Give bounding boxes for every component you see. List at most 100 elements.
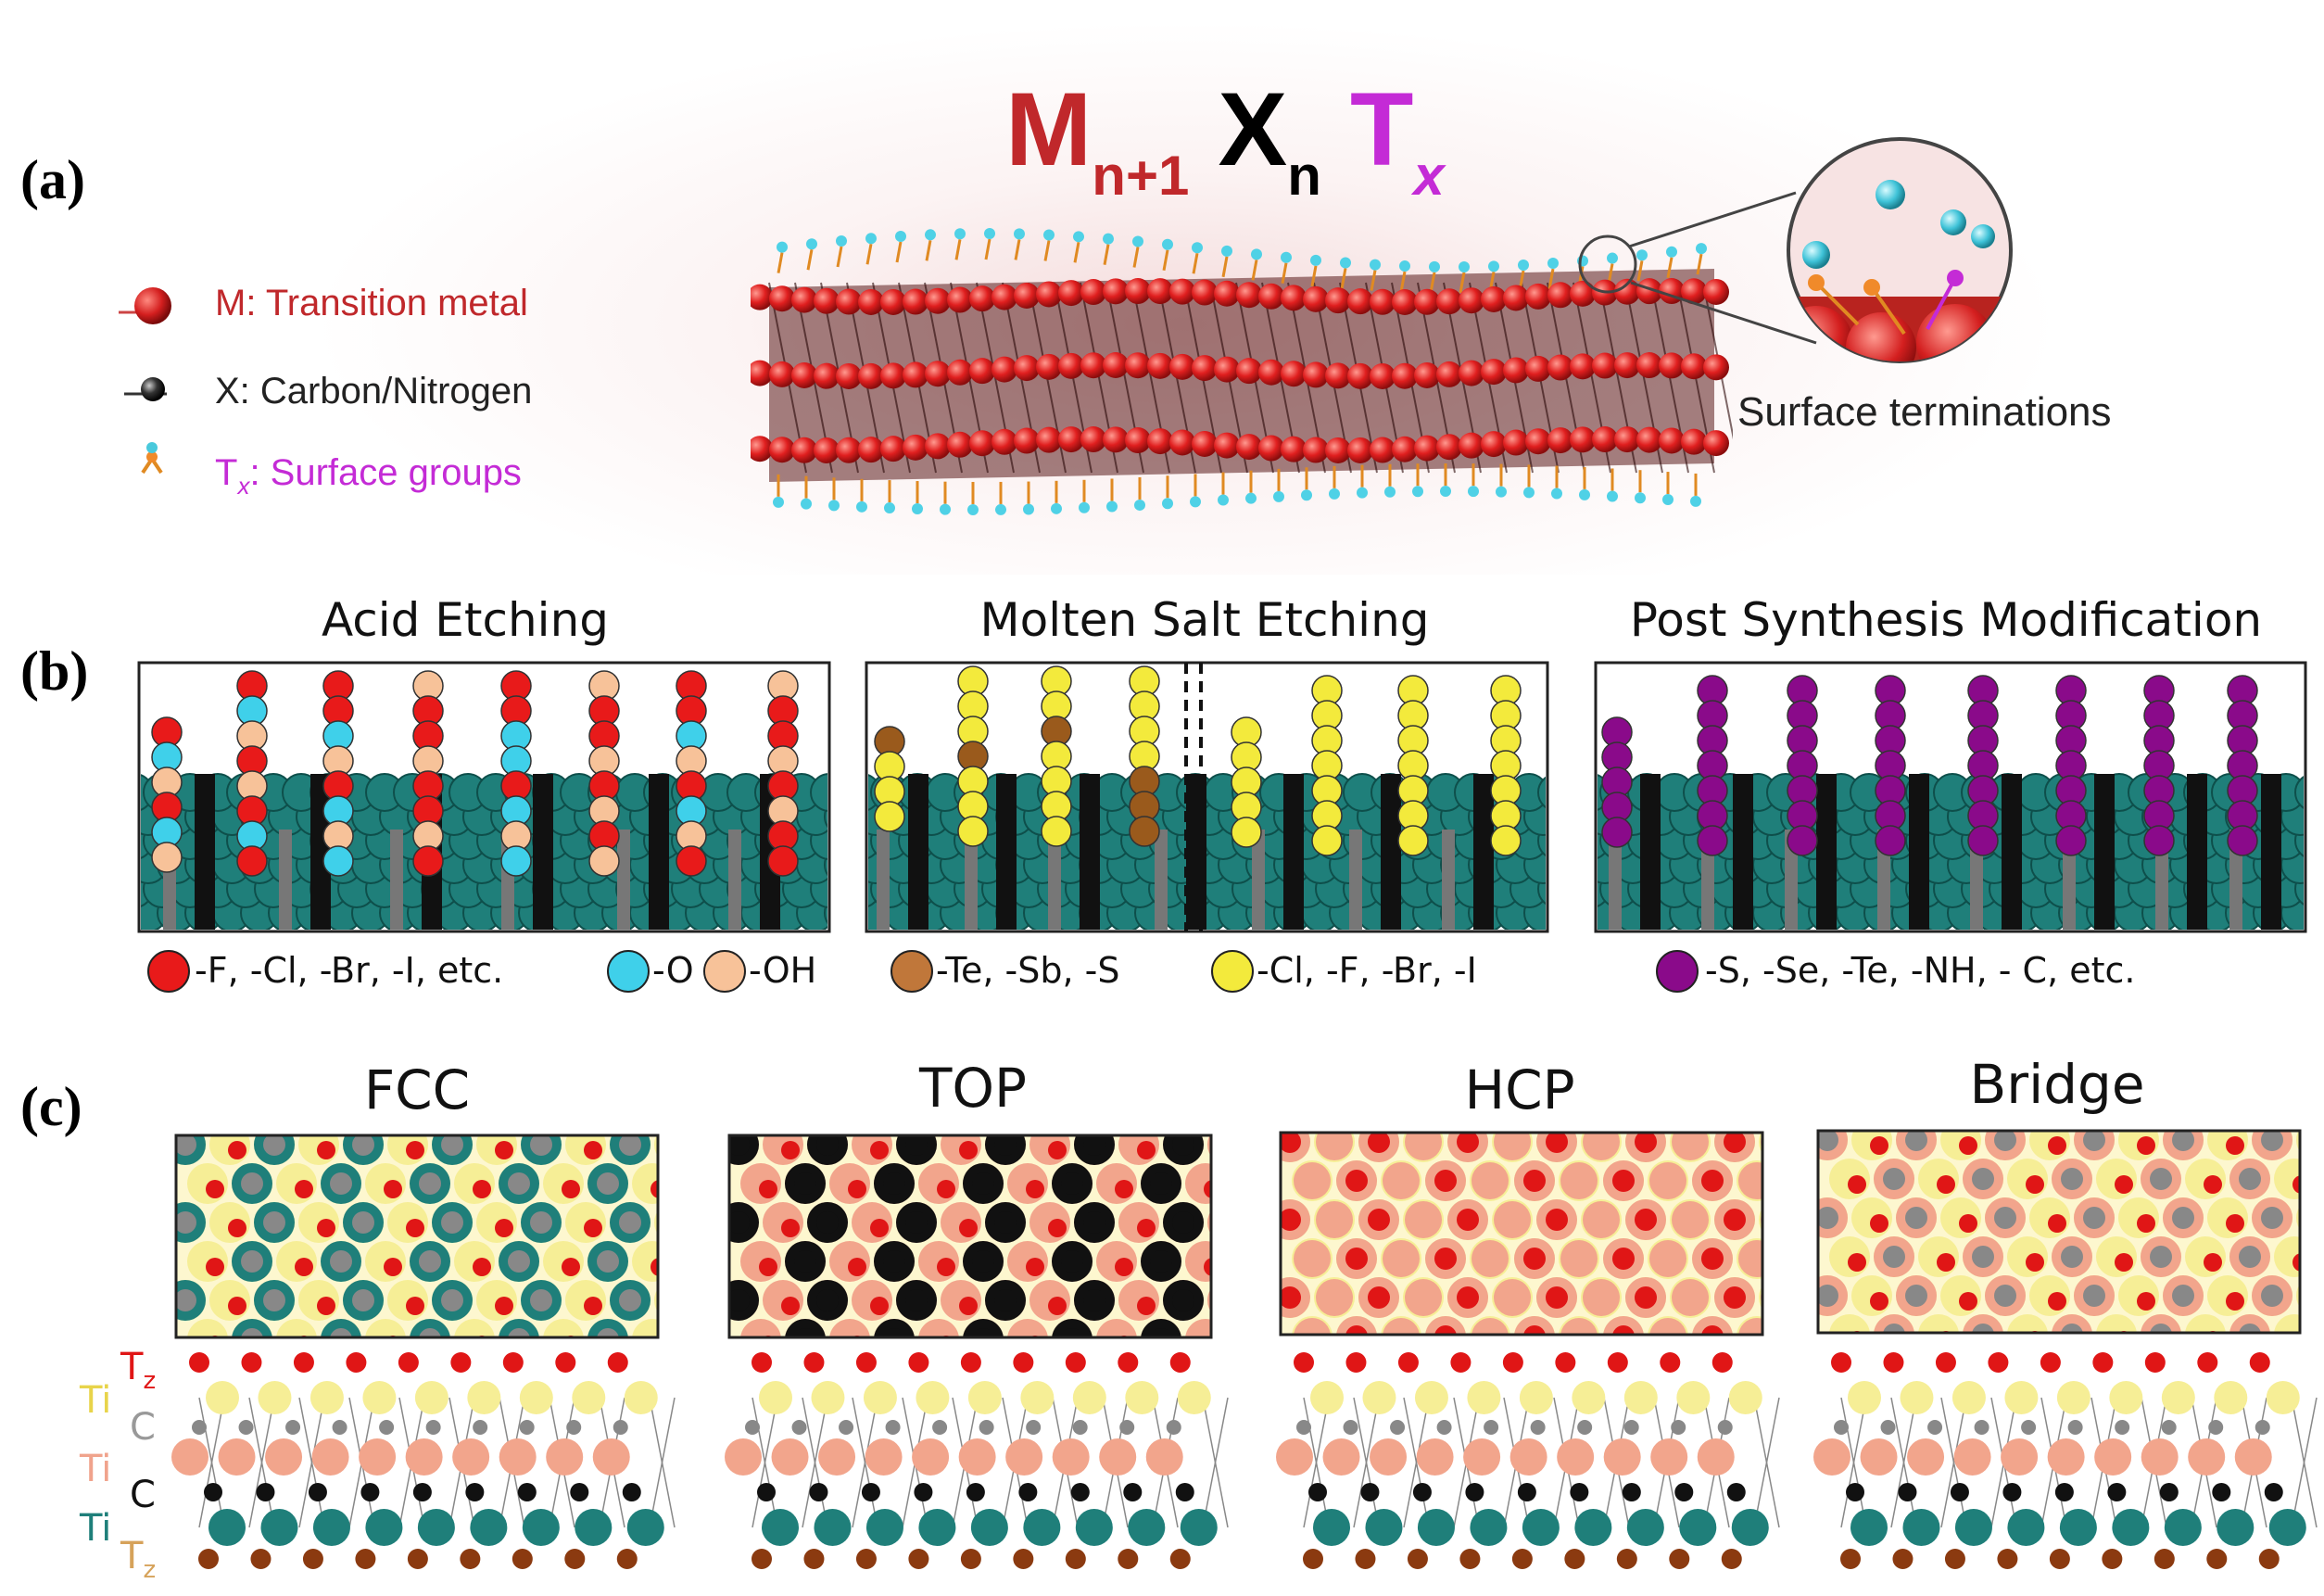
- bridge-center-atom: [2239, 1324, 2261, 1333]
- hcp-tz-top-atom: [1345, 1352, 1367, 1373]
- fcc-adsorbate: [406, 1297, 424, 1315]
- top-center-atom: [816, 1135, 839, 1156]
- formula-m-sub: n+1: [1092, 145, 1190, 207]
- top-tz-top-atom: [1118, 1352, 1139, 1373]
- title-acid-etching: Acid Etching: [321, 593, 610, 647]
- fcc-adsorbate: [206, 1180, 224, 1198]
- bridge-adsorbate: [1959, 1136, 1977, 1155]
- top-adsorbate: [759, 1258, 777, 1276]
- top-center-atom: [794, 1328, 816, 1337]
- fcc-ti-salmon-atom: [405, 1438, 443, 1476]
- top-adsorbate: [1026, 1180, 1044, 1198]
- surface-group-top: [1014, 228, 1025, 240]
- top-center-atom: [1150, 1172, 1172, 1195]
- top-adsorbate: [1026, 1258, 1044, 1276]
- metal-atom: [1080, 279, 1106, 306]
- bridge-tz-bottom-atom: [2153, 1549, 2175, 1569]
- bridge-adsorbate: [2115, 1175, 2133, 1194]
- panel-c-label: (c): [20, 1076, 82, 1137]
- top-center-atom: [1239, 1328, 1261, 1350]
- molten-termination: [1490, 825, 1522, 856]
- fcc-ti-salmon-atom: [218, 1438, 256, 1476]
- bridge-c-gray-atom: [1927, 1420, 1943, 1435]
- bridge-ti-yellow-atom: [2266, 1381, 2300, 1414]
- surface-group-top: [1251, 248, 1262, 260]
- oxygen-swatch-icon: [607, 950, 650, 993]
- top-ti-salmon-atom: [912, 1438, 950, 1476]
- hcp-c-gray-atom: [1577, 1420, 1593, 1435]
- hcp-top-atom: [1761, 1211, 1762, 1228]
- carbon-column: [1283, 774, 1304, 930]
- metal-atom: [1481, 431, 1507, 458]
- hcp-top-atom: [1514, 1316, 1555, 1335]
- bridge-top-atom: [2318, 1159, 2324, 1199]
- top-top-atom: [1185, 1319, 1211, 1337]
- inset-caption: Surface terminations: [1737, 389, 2112, 435]
- top-adsorbate: [1137, 1219, 1156, 1237]
- top-ti-yellow-atom: [1177, 1381, 1211, 1414]
- hcp-center-atom: [1612, 1325, 1635, 1335]
- metal-atom: [1636, 426, 1662, 453]
- hcp-center-atom: [1546, 1209, 1568, 1231]
- legend-halogen2: -Cl, -F, -Br, -I: [1257, 950, 1477, 991]
- hcp-ti-teal-atom: [1731, 1509, 1769, 1546]
- hcp-center-atom: [1701, 1248, 1724, 1270]
- bridge-ti-teal-atom: [2164, 1509, 2202, 1546]
- top-adsorbate: [1226, 1297, 1244, 1315]
- top-center-atom: [883, 1172, 905, 1195]
- legend-surface-group-label: Tx: Surface groups: [215, 452, 522, 500]
- bridge-adsorbate: [2226, 1136, 2244, 1155]
- metal-atom: [1103, 352, 1129, 378]
- mxene-formula: Mn+1 Xn Tx: [1005, 70, 1445, 208]
- top-ti-yellow-atom: [916, 1381, 950, 1414]
- fcc-c-black-atom: [412, 1483, 432, 1501]
- metal-atom: [991, 428, 1017, 455]
- metal-atom: [1503, 357, 1529, 384]
- hcp-top-atom: [1560, 1162, 1598, 1199]
- fcc-adsorbate: [584, 1297, 602, 1315]
- fcc-adsorbate: [495, 1219, 513, 1237]
- metal-atom: [1436, 361, 1462, 387]
- fcc-ti-salmon-atom: [452, 1438, 490, 1476]
- carbon-column: [1381, 774, 1401, 930]
- top-adsorbate: [781, 1141, 800, 1159]
- top-tz-bottom-atom: [908, 1549, 929, 1569]
- legend-t-rest: : Surface groups: [249, 452, 522, 493]
- fcc-c-gray-atom: [473, 1420, 488, 1435]
- fcc-ti-yellow-atom: [467, 1381, 501, 1414]
- top-center-atom: [1061, 1250, 1083, 1273]
- fcc-ti-yellow-atom: [206, 1381, 239, 1414]
- hcp-c-gray-atom: [1436, 1420, 1452, 1435]
- bridge-ti-salmon-atom: [1907, 1438, 1945, 1476]
- top-top-atom: [1230, 1241, 1270, 1282]
- bridge-c-black-atom: [2264, 1483, 2283, 1501]
- fcc-top-atom: [676, 1241, 717, 1282]
- fcc-ti-salmon-atom: [592, 1438, 630, 1476]
- acid-termination: [151, 842, 183, 873]
- hcp-c-gray-atom: [1623, 1420, 1639, 1435]
- metal-atom: [1570, 280, 1596, 307]
- bridge-adsorbate: [2292, 1175, 2300, 1194]
- carbon-column: [2261, 774, 2281, 930]
- metal-atom: [1525, 283, 1551, 310]
- bridge-center-atom: [1883, 1168, 1905, 1190]
- fcc-top-atom: [543, 1319, 584, 1337]
- top-ti-teal-atom: [865, 1509, 903, 1546]
- surface-group-top: [1429, 260, 1440, 272]
- bridge-adsorbate: [2315, 1136, 2324, 1155]
- fcc-top-atom: [676, 1319, 717, 1360]
- hcp-ti-salmon-atom: [1463, 1438, 1501, 1476]
- legend-carbon-label: X: Carbon/Nitrogen: [215, 371, 533, 412]
- fcc-top-atom: [654, 1210, 658, 1235]
- hcp-c-black-atom: [1308, 1483, 1327, 1501]
- carbon-column-gray: [1252, 830, 1265, 930]
- fcc-tz-top-atom: [346, 1352, 367, 1373]
- bridge-tz-top-atom: [2197, 1352, 2218, 1373]
- bridge-c-gray-atom: [1834, 1420, 1849, 1435]
- top-center-atom: [794, 1172, 816, 1195]
- fcc-ti-teal-atom: [208, 1509, 246, 1546]
- bridge-center-atom: [1883, 1324, 1905, 1333]
- hcp-ti-teal-atom: [1470, 1509, 1508, 1546]
- top-adsorbate: [870, 1219, 889, 1237]
- bridge-tz-bottom-atom: [1840, 1549, 1861, 1569]
